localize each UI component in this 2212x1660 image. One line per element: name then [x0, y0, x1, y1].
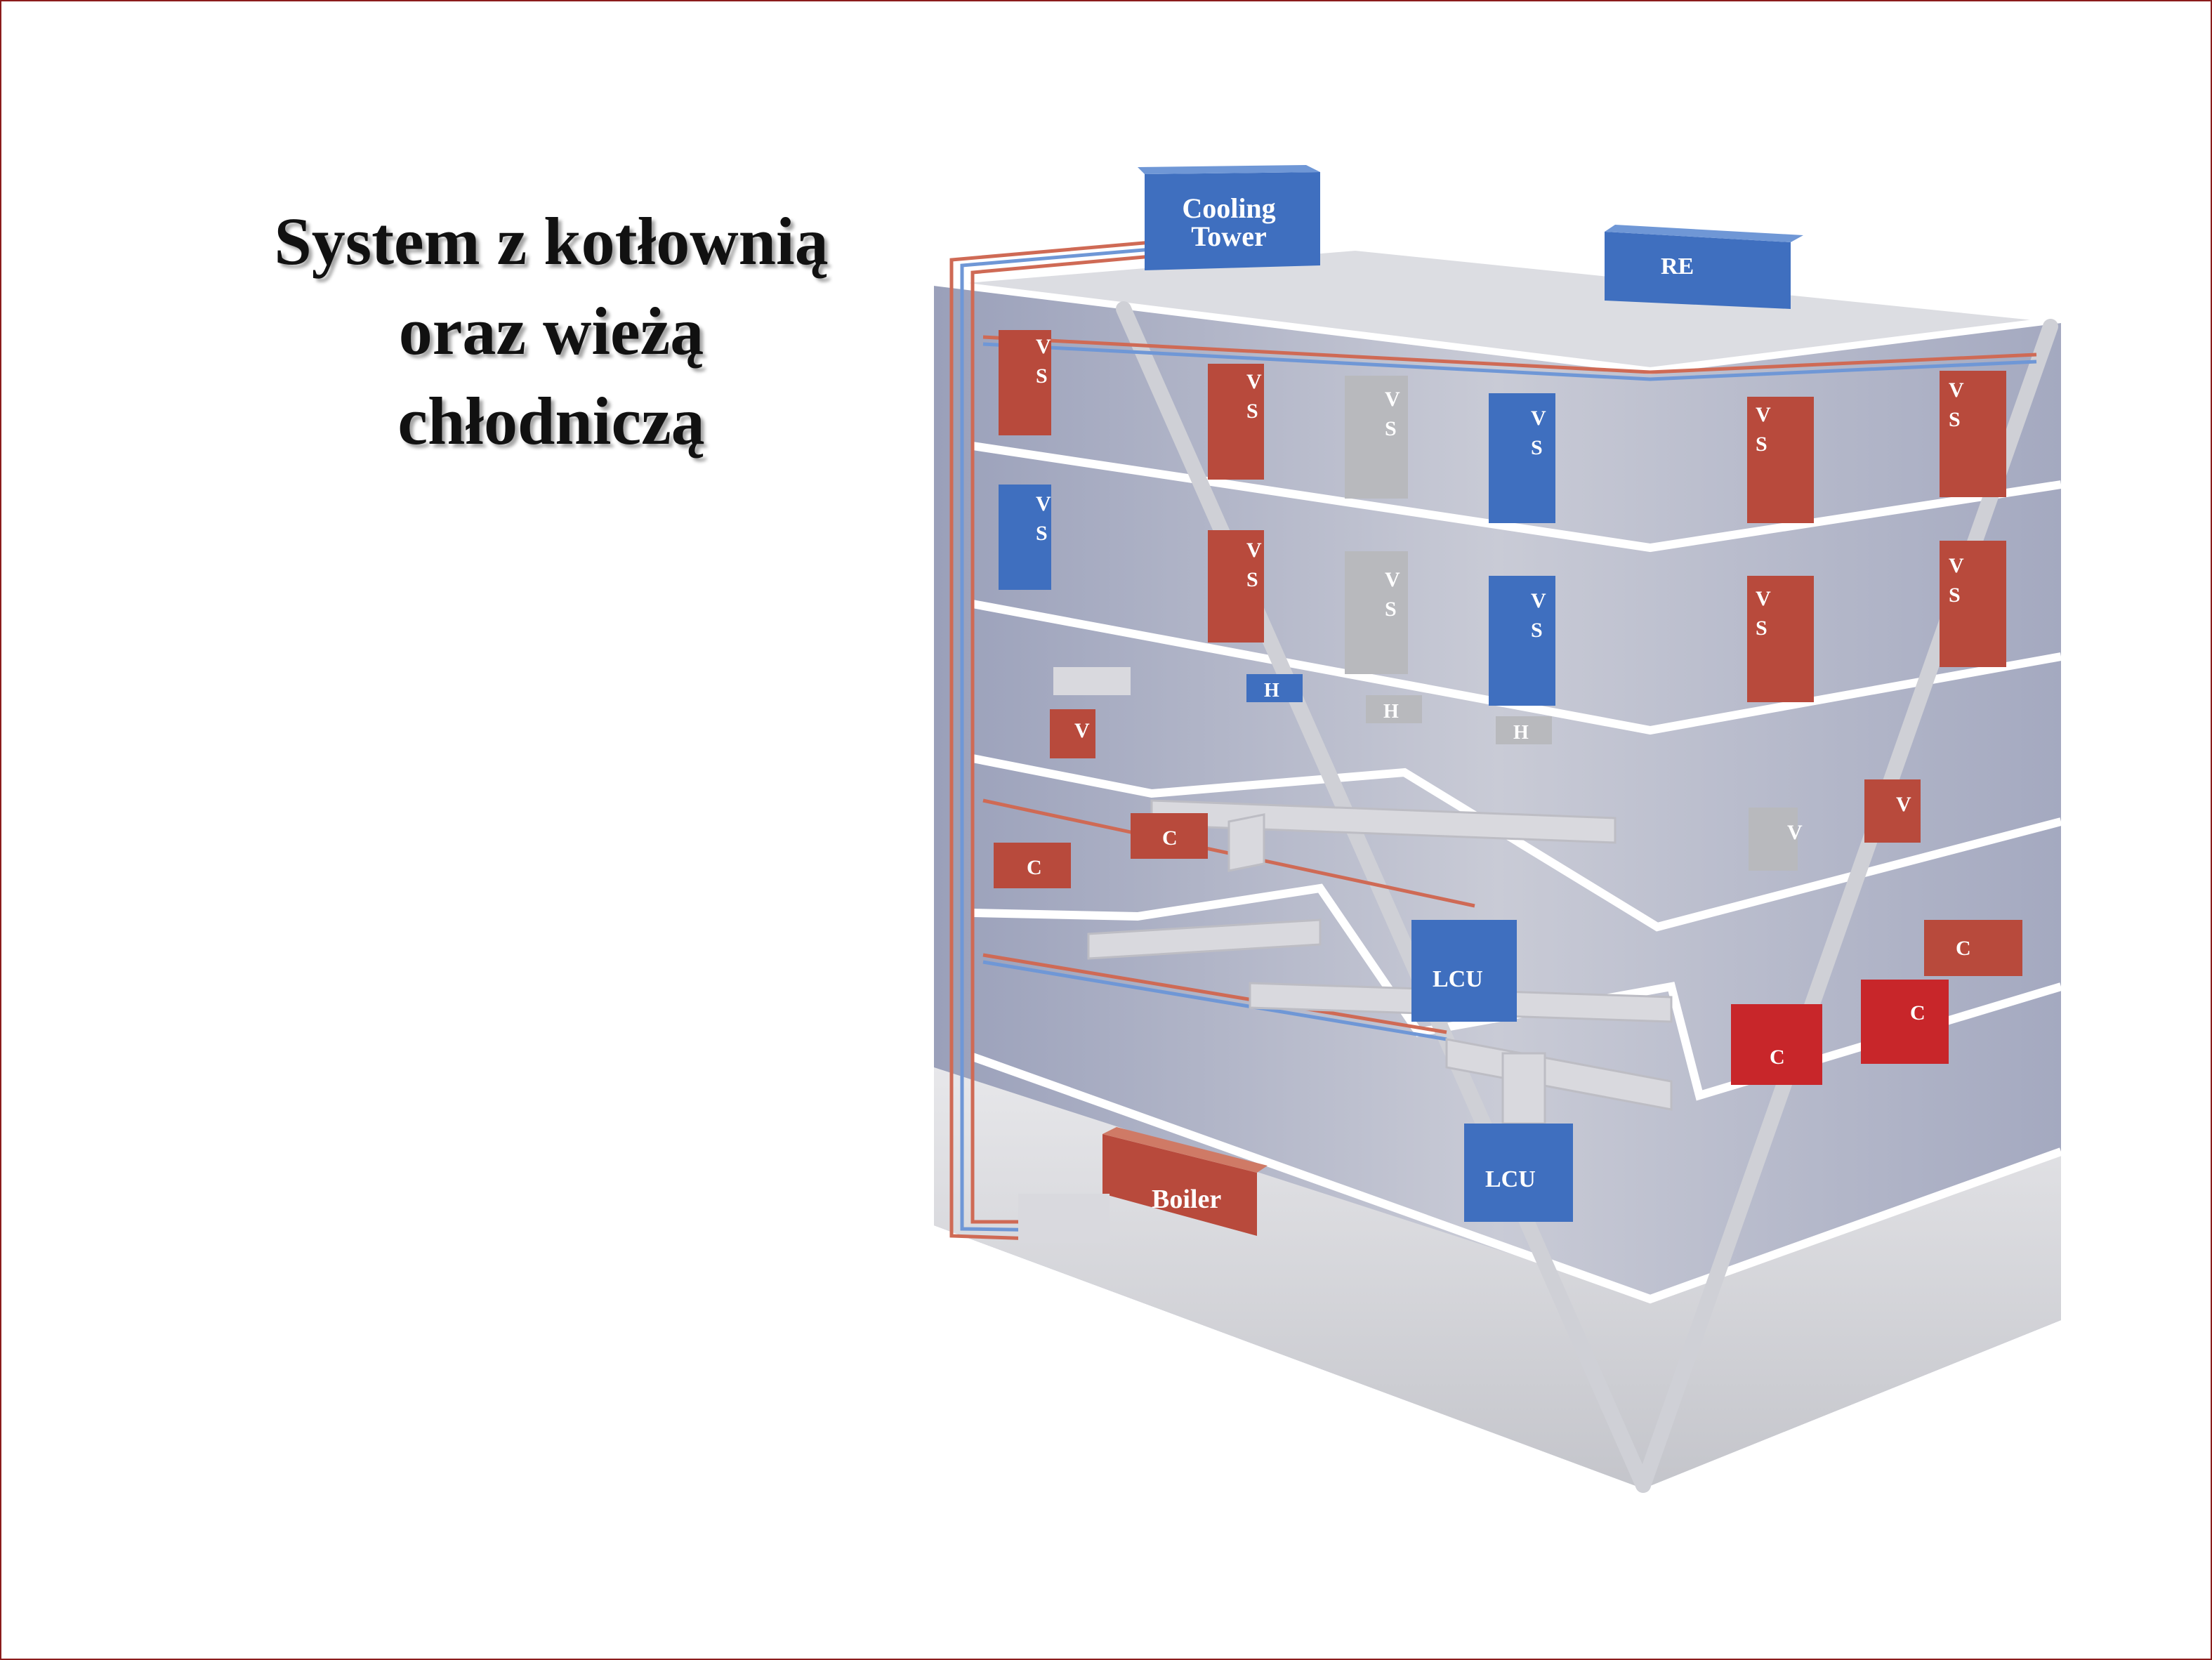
vs-label-s: S — [1756, 433, 1767, 456]
v-units: V V V — [1050, 667, 1921, 871]
vs-label-v: V — [1036, 335, 1051, 358]
lcu-label: LCU — [1433, 966, 1483, 992]
h-label: H — [1513, 722, 1529, 744]
title-line-3: chłodniczą — [397, 383, 705, 459]
vs-label-s: S — [1531, 436, 1543, 459]
vs-label-v: V — [1531, 407, 1546, 430]
title-line-2: oraz wieżą — [398, 294, 704, 369]
h-label: H — [1264, 680, 1279, 701]
vs-label-v: V — [1949, 554, 1964, 577]
title-line-1: System z kotłownią — [274, 204, 829, 279]
c-label: C — [1910, 1001, 1925, 1025]
c-label: C — [1956, 937, 1971, 960]
v-label: V — [1787, 821, 1803, 844]
v-label: V — [1074, 719, 1090, 742]
c-label: C — [1770, 1046, 1785, 1069]
cooling-tower: Cooling Tower — [1138, 165, 1320, 270]
vs-label-s: S — [1246, 568, 1258, 591]
c-label: C — [1027, 856, 1042, 879]
re-unit: RE — [1605, 225, 1803, 309]
vs-label-v: V — [1949, 378, 1964, 402]
vs-units — [999, 330, 2006, 706]
h-units: H H H — [1246, 674, 1552, 744]
vs-label-v: V — [1246, 370, 1262, 393]
re-label: RE — [1661, 253, 1694, 279]
vs-label-v: V — [1385, 388, 1400, 411]
vs-label-s: S — [1385, 417, 1397, 440]
vs-label-s: S — [1756, 617, 1767, 640]
diagonal-bracing — [1116, 301, 2058, 1493]
vs-label-v: V — [1246, 539, 1262, 562]
slide-title: System z kotłownią oraz wieżą chłodniczą — [183, 197, 920, 466]
vs-label-s: S — [1385, 598, 1397, 621]
lcu-units: LCU LCU — [1411, 920, 1573, 1222]
h-label: H — [1383, 701, 1399, 723]
boiler: Boiler — [1018, 1127, 1268, 1243]
cooling-tower-label-1: Cooling — [1182, 192, 1275, 224]
vs-label-v: V — [1036, 492, 1051, 515]
vs-label-v: V — [1531, 589, 1546, 612]
vs-labels: V S V S V S V S V S V S V S V S V S V S … — [1036, 335, 1964, 642]
vs-label-v: V — [1756, 403, 1771, 426]
cooling-tower-label-2: Tower — [1191, 220, 1266, 252]
vs-label-s: S — [1949, 584, 1961, 607]
vs-label-s: S — [1531, 619, 1543, 642]
lcu-label: LCU — [1485, 1166, 1536, 1192]
vs-label-v: V — [1385, 568, 1400, 591]
c-units: C C C C C — [994, 813, 2022, 1085]
boiler-label: Boiler — [1152, 1185, 1221, 1214]
v-label: V — [1896, 793, 1911, 816]
c-label: C — [1162, 826, 1178, 850]
vs-label-s: S — [1036, 522, 1048, 545]
vs-label-s: S — [1036, 364, 1048, 388]
vs-label-s: S — [1246, 400, 1258, 423]
vs-label-s: S — [1949, 408, 1961, 431]
vs-label-v: V — [1756, 587, 1771, 610]
